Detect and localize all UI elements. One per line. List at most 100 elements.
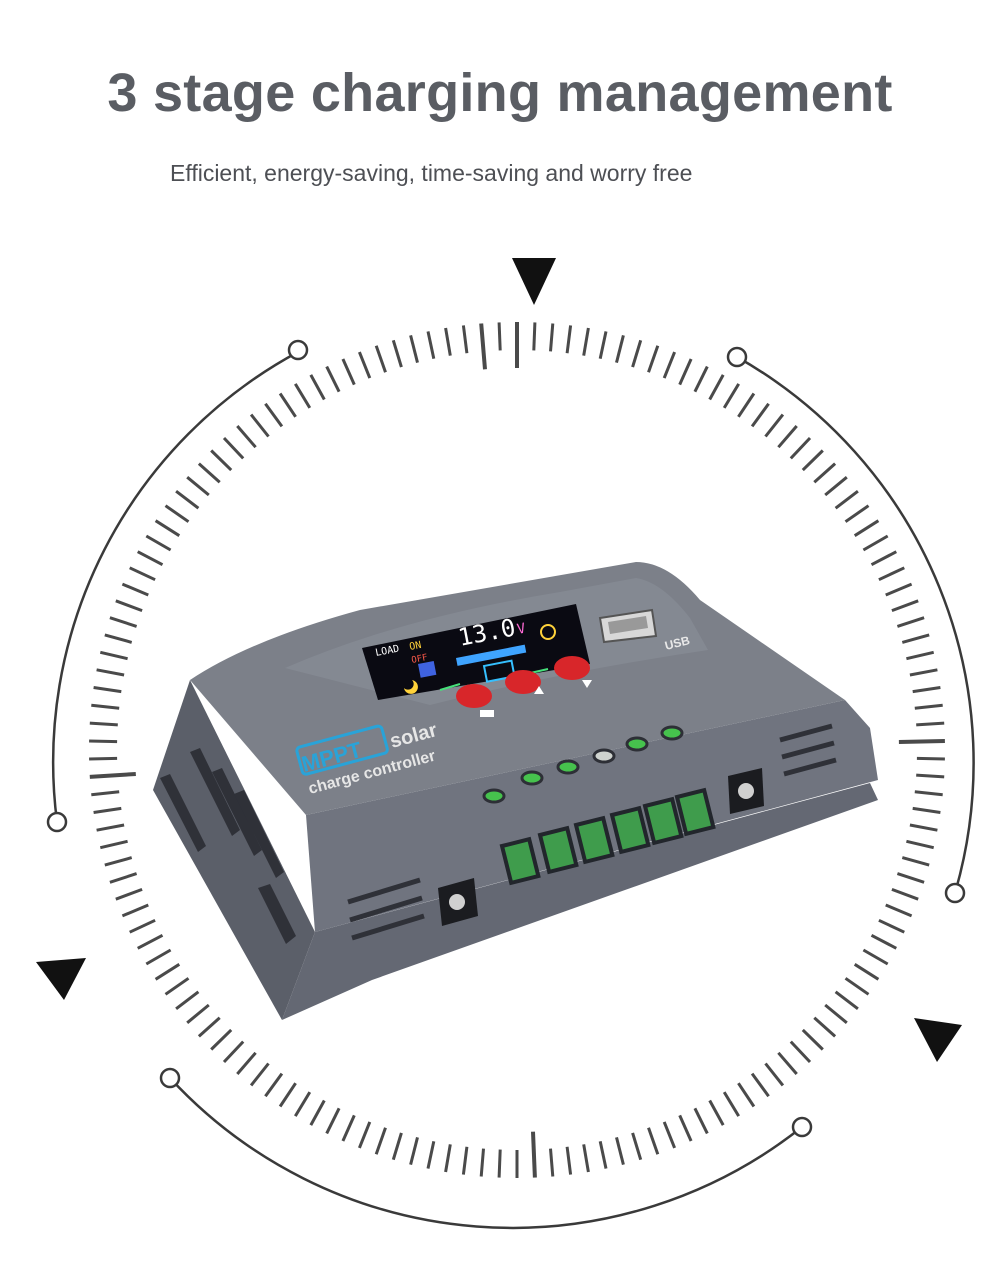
- dial-tick: [96, 823, 125, 832]
- solar-panel-icon: [417, 660, 437, 678]
- terminal-3: [573, 815, 615, 865]
- dial-tick: [197, 1016, 221, 1038]
- dial-tick: [391, 339, 403, 368]
- dial-tick: [137, 933, 164, 950]
- dial-tick: [901, 856, 930, 867]
- dial-tick: [164, 977, 190, 996]
- dial-tick: [777, 425, 798, 449]
- dial-tick: [222, 436, 245, 460]
- dial-tick: [549, 323, 555, 352]
- dial-tick: [582, 1144, 590, 1173]
- triangle-top-icon: [512, 258, 556, 305]
- dial-tick: [409, 335, 419, 363]
- dial-tick: [678, 358, 693, 386]
- dial-tick: [89, 772, 136, 779]
- usb-mark: USB: [663, 633, 691, 653]
- dial-tick: [853, 519, 880, 537]
- dial-tick: [91, 703, 120, 710]
- dial-tick: [96, 668, 125, 677]
- led-5: [625, 736, 649, 752]
- dial-tick: [737, 1082, 756, 1108]
- dial-tick: [777, 1051, 798, 1075]
- dial-tick: [862, 534, 889, 552]
- up-symbol-icon: [534, 686, 544, 694]
- dial-tick: [598, 331, 608, 360]
- dial-tick: [264, 1072, 284, 1098]
- dial-tick: [896, 872, 925, 884]
- dial-tick: [912, 806, 941, 814]
- dial-tick: [615, 335, 625, 363]
- lcd-display: LOAD ON OFF 13.0 V: [362, 604, 590, 700]
- dial-tick: [532, 322, 537, 351]
- dial-tick: [121, 903, 149, 918]
- mppt-badge: [295, 724, 389, 776]
- dial-tick: [916, 773, 945, 779]
- dial-tick: [497, 322, 502, 351]
- dial-tick: [549, 1148, 555, 1177]
- dial-tick: [582, 327, 590, 356]
- side-vents: [160, 748, 296, 944]
- dial-tick: [631, 1132, 643, 1161]
- terminal-4: [609, 805, 651, 855]
- dial-tick-ring: [89, 322, 945, 1178]
- dial-tick: [341, 358, 356, 386]
- dial-tick: [497, 1149, 502, 1178]
- battery-icon: [482, 659, 516, 683]
- dial-tick: [565, 325, 573, 354]
- dial-tick: [426, 1140, 436, 1169]
- dial-tick: [479, 1148, 485, 1177]
- dial-tick: [175, 990, 200, 1010]
- dial-tick: [444, 1144, 452, 1173]
- dial-tick: [175, 490, 200, 510]
- page-subline: Efficient, energy-saving, time-saving an…: [170, 160, 693, 186]
- led-3: [556, 759, 580, 775]
- led-2: [520, 770, 544, 786]
- dial-tick: [154, 963, 181, 981]
- control-buttons: [456, 656, 592, 717]
- dial-tick: [631, 339, 643, 368]
- outer-arcs: [51, 350, 975, 1230]
- dial-tick: [294, 383, 312, 409]
- lcd-load-label: LOAD: [374, 644, 400, 659]
- down-symbol-icon: [582, 680, 592, 688]
- bulb-icon: [540, 624, 556, 640]
- lcd-unit: V: [516, 621, 528, 638]
- dial-tick: [137, 550, 164, 567]
- charge-controller: LOAD ON OFF 13.0 V USB: [153, 562, 878, 1020]
- dial-tick: [358, 351, 372, 379]
- dial-tick: [91, 790, 120, 797]
- lcd-bar: [455, 644, 527, 666]
- terminal-block: [499, 787, 716, 886]
- led-4: [592, 748, 616, 764]
- dial-tick: [914, 703, 943, 710]
- dial-tick: [598, 1140, 608, 1169]
- terminal-5: [642, 796, 684, 846]
- housing-left-side: [153, 680, 315, 1020]
- dial-tick: [104, 856, 133, 867]
- dial-tick: [409, 1137, 419, 1165]
- dial-tick: [878, 566, 905, 582]
- dial-tick: [813, 1016, 837, 1038]
- dial-tick: [722, 1091, 740, 1117]
- triangle-right-icon: [914, 1018, 962, 1062]
- dial-tick: [145, 534, 172, 552]
- dial-tick: [565, 1146, 573, 1175]
- dial-tick: [236, 1051, 257, 1075]
- dial-tick: [891, 887, 919, 901]
- down-button: [554, 656, 590, 680]
- dial-tick: [236, 425, 257, 449]
- dial-tick: [109, 872, 138, 884]
- dial-tick: [789, 436, 812, 460]
- dial-tick: [164, 504, 190, 523]
- arc-end-circles: [46, 339, 966, 1138]
- dial-tick: [531, 1131, 537, 1178]
- dial-tick: [89, 721, 118, 727]
- dial-tick: [210, 449, 233, 472]
- dial-tick: [764, 1062, 785, 1087]
- dial-tick: [222, 1040, 245, 1064]
- dial-tick: [197, 462, 221, 484]
- dc-jacks: [438, 768, 764, 926]
- right-vents: [779, 723, 837, 777]
- dial-tick: [813, 462, 837, 484]
